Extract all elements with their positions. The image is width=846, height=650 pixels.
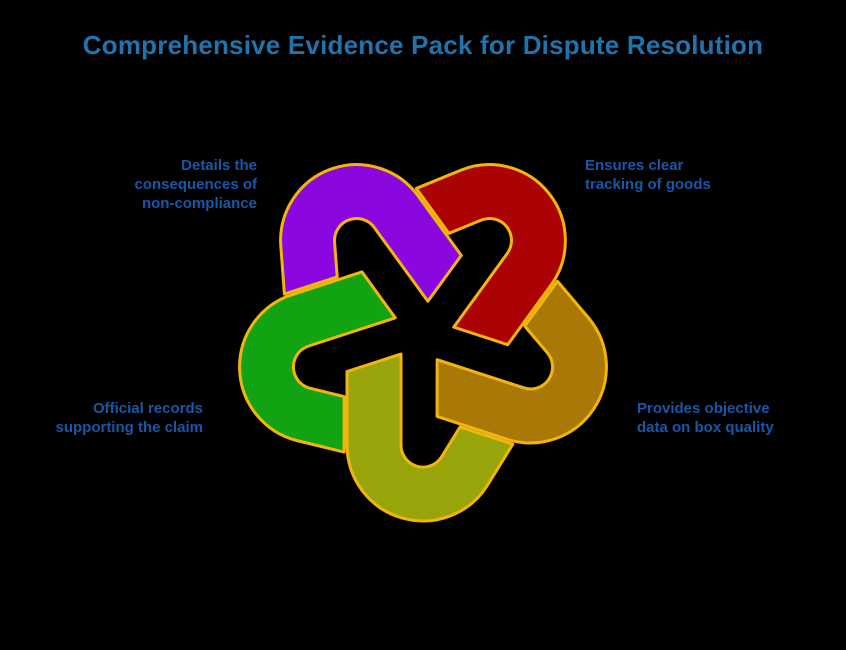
label-line: supporting the claim: [55, 419, 203, 436]
label-line: data on box quality: [637, 419, 774, 436]
label-line: tracking of goods: [585, 176, 711, 193]
loop-red: [414, 163, 567, 347]
label-line: non-compliance: [141, 195, 257, 212]
label-provides-objective-data: Provides objective data on box quality: [637, 399, 774, 437]
label-official-records: Official records supporting the claim: [55, 399, 203, 437]
loop-olive: [345, 352, 515, 523]
label-ensures-tracking: Ensures clear tracking of goods: [585, 156, 711, 194]
label-line: consequences of: [134, 176, 257, 193]
label-line: Details the: [181, 157, 257, 174]
label-line: Provides objective: [637, 400, 770, 417]
label-line: Official records: [92, 400, 203, 417]
label-details-consequences: Details the consequences of non-complian…: [134, 156, 257, 213]
page-title: Comprehensive Evidence Pack for Dispute …: [82, 30, 764, 60]
loop-purple: [279, 163, 463, 303]
loop-brown: [435, 279, 608, 445]
label-line: Ensures clear: [585, 157, 684, 174]
loop-green: [238, 270, 397, 454]
